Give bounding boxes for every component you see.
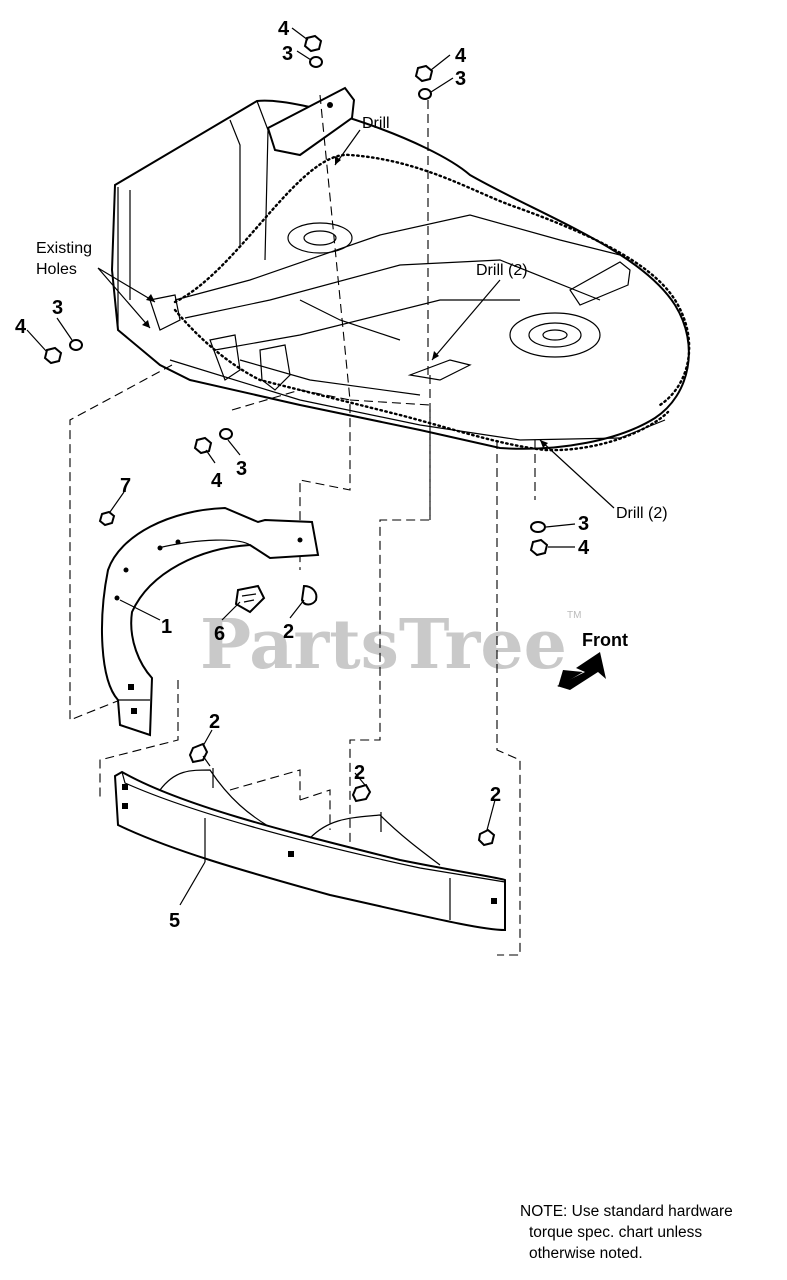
callout-1: 1 <box>161 616 172 638</box>
callout-3-center: 3 <box>236 458 247 480</box>
hardware-right <box>529 521 549 557</box>
label-existing-holes-line1: Existing <box>36 240 92 257</box>
label-drill-2-center: Drill (2) <box>476 262 528 279</box>
label-drill-top: Drill <box>362 115 390 132</box>
nut-icon <box>303 34 323 53</box>
callout-2-upper: 2 <box>283 621 294 643</box>
callout-5: 5 <box>169 910 180 932</box>
callout-3-top: 3 <box>282 43 293 65</box>
callout-3-mid: 3 <box>455 68 466 90</box>
callout-2-lower-right: 2 <box>490 784 501 806</box>
front-direction-arrow <box>557 652 606 690</box>
part-2-bolt-upper <box>300 584 318 606</box>
label-existing-holes-line2: Holes <box>36 261 77 278</box>
hardware-left <box>43 339 83 365</box>
part-1-chute-baffle <box>101 506 320 737</box>
bolt-icon <box>351 783 372 803</box>
callout-4-top: 4 <box>278 18 290 40</box>
watermark-trademark: TM <box>567 610 581 621</box>
part-2-bolt-lower-mid <box>351 783 372 803</box>
part-7-nut-icon <box>98 510 116 527</box>
part-2-bolt-lower-left <box>188 742 211 767</box>
bolt-icon <box>188 742 209 764</box>
leader-arrowheads <box>142 156 548 448</box>
callout-4-left: 4 <box>15 316 27 338</box>
bolt-icon <box>477 828 496 847</box>
mower-deck <box>110 86 691 452</box>
callout-2-lower-left: 2 <box>209 711 220 733</box>
nut-icon <box>43 346 63 365</box>
hardware-center <box>193 428 233 455</box>
callout-3-left: 3 <box>52 297 63 319</box>
part-2-bolt-lower-right <box>477 828 496 847</box>
note-line-3: otherwise noted. <box>529 1245 643 1262</box>
clip-icon <box>234 584 266 614</box>
washer-icon <box>530 521 546 533</box>
nut-icon <box>414 64 434 83</box>
torque-note: NOTE: Use standard hardware torque spec.… <box>520 1201 782 1264</box>
washer-icon <box>309 56 323 68</box>
callout-4-right: 4 <box>578 537 590 559</box>
callout-7: 7 <box>120 475 131 497</box>
callout-3-right: 3 <box>578 513 589 535</box>
label-drill-2-right: Drill (2) <box>616 505 668 522</box>
callout-4-center: 4 <box>211 470 223 492</box>
hardware-top <box>303 34 323 68</box>
washer-icon <box>219 428 233 440</box>
nut-icon <box>529 538 549 557</box>
callout-6: 6 <box>214 623 225 645</box>
hardware-mid <box>414 64 434 100</box>
callout-2-lower-mid: 2 <box>354 762 365 784</box>
label-front: Front <box>582 630 628 650</box>
bolt-icon <box>300 584 318 606</box>
assembly-guide-lines <box>69 94 536 956</box>
part-5-front-baffle <box>113 768 506 932</box>
nut-icon <box>193 436 213 455</box>
note-line-2: torque spec. chart unless <box>529 1224 703 1241</box>
note-line-1: NOTE: Use standard hardware <box>520 1203 733 1220</box>
watermark-text: PartsTree <box>200 605 567 685</box>
washer-icon <box>418 88 432 100</box>
leader-lines <box>26 27 615 906</box>
part-6-clip <box>234 584 266 614</box>
washer-icon <box>69 339 83 351</box>
callout-4-mid: 4 <box>455 45 467 67</box>
